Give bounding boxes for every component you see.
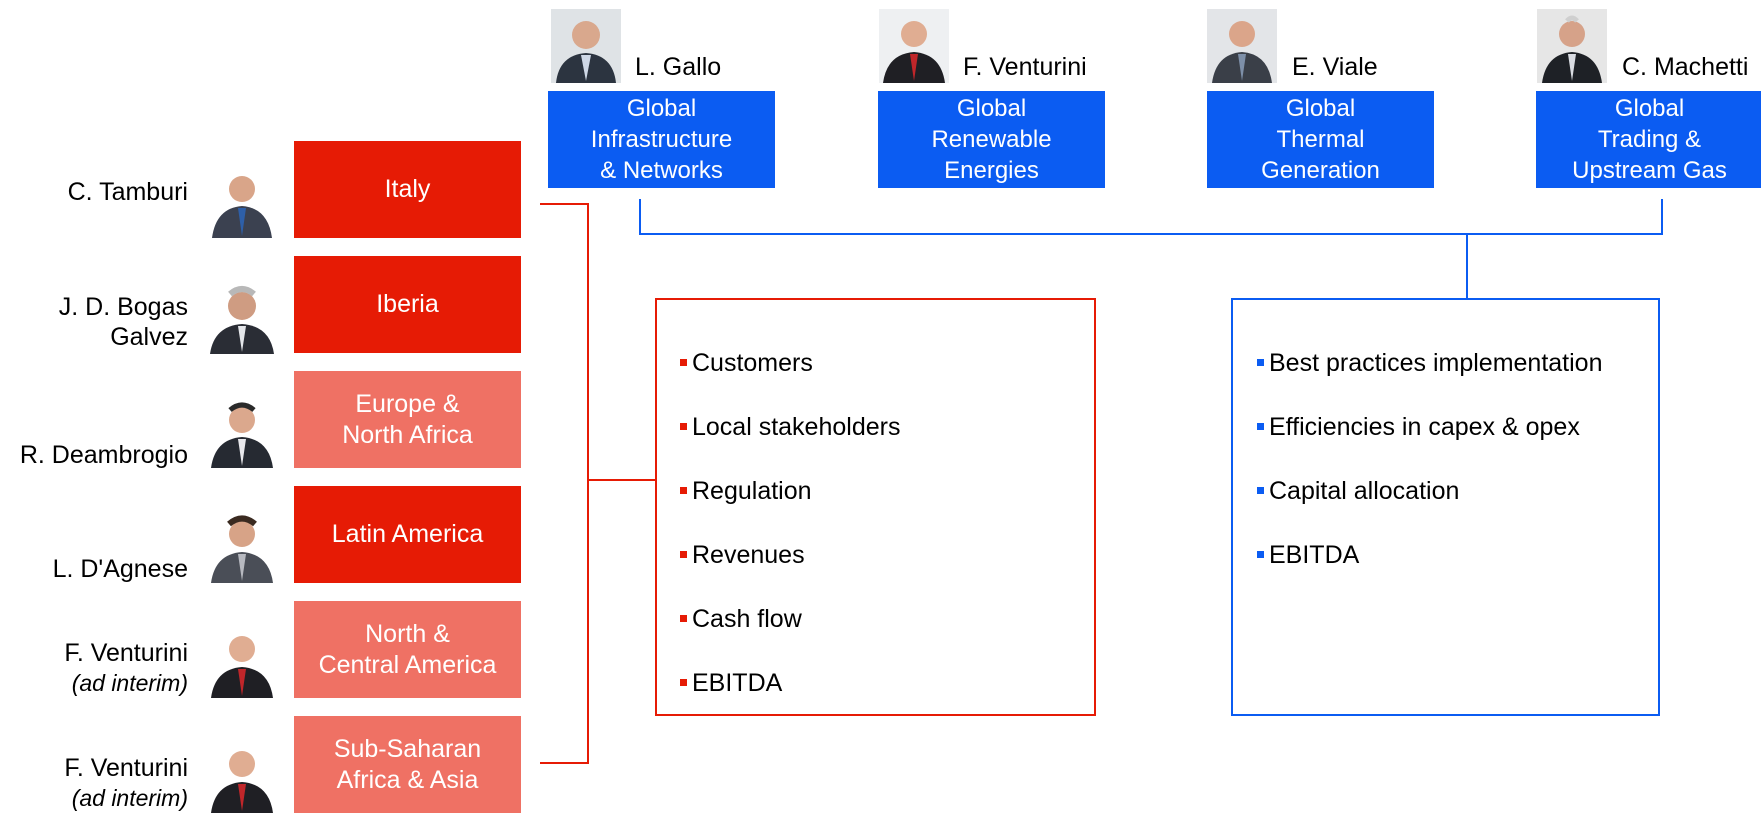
lead-name-text: R. Deambrogio	[19, 441, 188, 469]
function-line: Infrastructure	[590, 126, 733, 153]
region-label: Latin America	[331, 520, 484, 548]
region-lead-name: J. D. Bogas Galvez	[59, 292, 188, 352]
portrait-photo	[1207, 9, 1277, 83]
kpi-text: EBITDA	[692, 669, 783, 697]
bullet-icon	[680, 679, 687, 686]
country-kpi-box	[655, 298, 1096, 716]
bullet-icon	[1257, 551, 1264, 558]
kpi-item: Efficiencies in capex & opex	[1257, 413, 1602, 477]
portrait-photo	[202, 739, 278, 813]
region-lead-name: C. Tamburi	[68, 177, 188, 207]
kpi-text: Best practices implementation	[1269, 349, 1603, 377]
global-kpi-list: Best practices implementation Efficienci…	[1257, 349, 1602, 605]
region-box: North & Central America	[294, 601, 521, 698]
global-lead-name: E. Viale	[1292, 53, 1378, 81]
kpi-item: Revenues	[680, 541, 900, 605]
kpi-item: EBITDA	[680, 669, 900, 733]
region-lead-name: F. Venturini (ad interim)	[64, 753, 188, 813]
bullet-icon	[680, 359, 687, 366]
global-lead-name: F. Venturini	[963, 53, 1087, 81]
portrait-photo	[551, 9, 621, 83]
lead-name-text: J. D. Bogas	[58, 293, 188, 321]
kpi-text: Efficiencies in capex & opex	[1269, 413, 1580, 441]
interim-note: (ad interim)	[71, 670, 188, 696]
kpi-text: EBITDA	[1269, 541, 1360, 569]
region-box: Italy	[294, 141, 521, 238]
portrait-photo	[202, 164, 278, 238]
lead-name-text: L. D'Agnese	[52, 555, 188, 583]
region-label: Africa & Asia	[336, 765, 479, 794]
lead-name-text-2: Galvez	[110, 323, 188, 351]
region-label: Iberia	[376, 290, 439, 318]
portrait-photo	[202, 624, 278, 698]
function-line: Global	[626, 95, 697, 122]
kpi-text: Revenues	[692, 541, 805, 569]
region-box: Sub-Saharan Africa & Asia	[294, 716, 521, 813]
global-kpi-box	[1231, 298, 1660, 716]
lead-name-text: F. Venturini	[64, 754, 188, 782]
function-line: Renewable	[931, 126, 1052, 153]
kpi-text: Customers	[692, 349, 813, 377]
lead-name-text: F. Venturini	[64, 639, 188, 667]
global-function-box: Global Trading & Upstream Gas	[1536, 91, 1761, 188]
bullet-icon	[680, 615, 687, 622]
global-connector	[639, 199, 1663, 235]
kpi-text: Cash flow	[692, 605, 802, 633]
function-line: Thermal	[1276, 126, 1365, 153]
region-box: Europe & North Africa	[294, 371, 521, 468]
function-line: Global	[1285, 95, 1356, 122]
kpi-item: EBITDA	[1257, 541, 1602, 605]
kpi-item: Capital allocation	[1257, 477, 1602, 541]
region-label: Europe &	[355, 389, 460, 418]
portrait-photo	[1537, 9, 1607, 83]
region-label: Sub-Saharan	[333, 734, 482, 763]
function-line: & Networks	[600, 157, 723, 184]
bullet-icon	[1257, 423, 1264, 430]
bullet-icon	[680, 487, 687, 494]
function-line: Upstream Gas	[1572, 157, 1727, 184]
kpi-item: Cash flow	[680, 605, 900, 669]
bullet-icon	[1257, 359, 1264, 366]
kpi-text: Local stakeholders	[692, 413, 901, 441]
kpi-item: Customers	[680, 349, 900, 413]
region-bracket	[540, 203, 589, 764]
interim-note: (ad interim)	[71, 785, 188, 811]
region-label: North &	[365, 619, 450, 648]
bullet-icon	[680, 551, 687, 558]
region-box: Latin America	[294, 486, 521, 583]
function-line: Global	[956, 95, 1027, 122]
portrait-photo	[202, 509, 278, 583]
lead-name-text: C. Tamburi	[67, 178, 188, 206]
region-box: Iberia	[294, 256, 521, 353]
kpi-item: Local stakeholders	[680, 413, 900, 477]
country-kpi-list: Customers Local stakeholders Regulation …	[680, 349, 900, 733]
function-line: Generation	[1261, 157, 1380, 184]
portrait-photo	[202, 280, 278, 354]
kpi-item: Regulation	[680, 477, 900, 541]
region-lead-name: R. Deambrogio	[20, 440, 188, 470]
global-lead-name: C. Machetti	[1622, 53, 1749, 81]
region-label: Italy	[384, 175, 431, 203]
global-function-box: Global Infrastructure & Networks	[548, 91, 775, 188]
bullet-icon	[1257, 487, 1264, 494]
kpi-text: Regulation	[692, 477, 812, 505]
kpi-item: Best practices implementation	[1257, 349, 1602, 413]
portrait-photo	[879, 9, 949, 83]
region-label: Central America	[318, 650, 497, 679]
bullet-icon	[680, 423, 687, 430]
global-lead-name: L. Gallo	[635, 53, 722, 81]
region-lead-name: L. D'Agnese	[53, 554, 188, 584]
global-function-box: Global Thermal Generation	[1207, 91, 1434, 188]
kpi-text: Capital allocation	[1269, 477, 1460, 505]
function-line: Trading &	[1597, 126, 1702, 153]
portrait-photo	[202, 394, 278, 468]
region-lead-name: F. Venturini (ad interim)	[64, 638, 188, 698]
function-line: Energies	[944, 157, 1039, 184]
function-line: Global	[1614, 95, 1685, 122]
region-label: North Africa	[342, 420, 473, 449]
global-function-box: Global Renewable Energies	[878, 91, 1105, 188]
